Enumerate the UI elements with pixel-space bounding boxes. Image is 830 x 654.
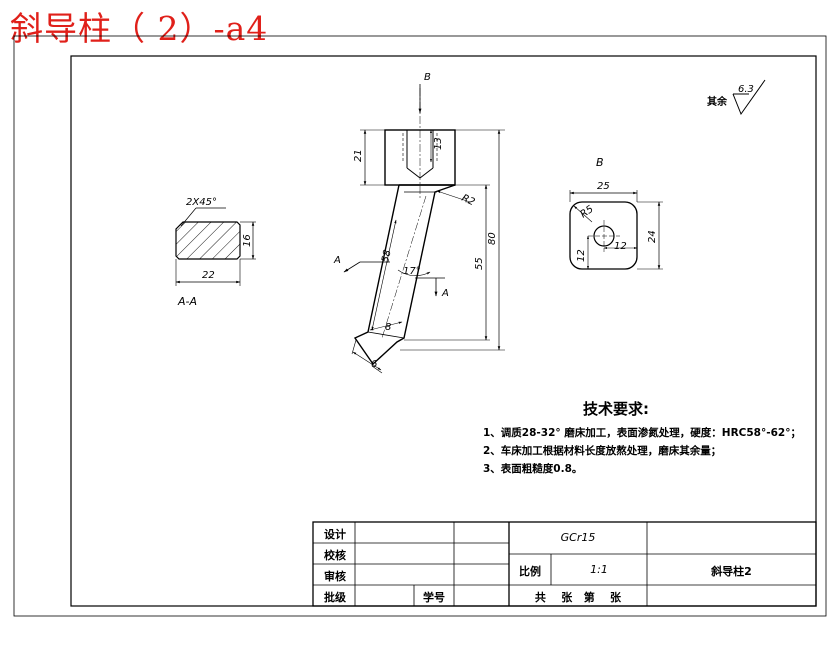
dim-angle: 17°	[403, 266, 421, 277]
dim-r2: R2	[460, 193, 477, 209]
tb-review: 审核	[324, 570, 346, 583]
tb-scale-value: 1:1	[590, 563, 608, 576]
roughness-symbol: 其余 6.3	[707, 79, 766, 116]
tb-material: GCr15	[560, 531, 596, 544]
notes-title: 技术要求:	[583, 400, 649, 418]
view-b: B 25 24 R5 12 12	[569, 156, 663, 270]
dim-8: 8	[385, 322, 391, 333]
main-view: B 21 13 80 55 R2 58 17°	[333, 72, 505, 374]
note-line-3: 3、表面粗糙度0.8。	[483, 463, 583, 475]
outer-border	[13, 35, 827, 617]
note-line-2: 2、车床加工根据材料长度放熬处理，磨床其余量；	[483, 445, 722, 457]
dim-section-height: 16	[242, 234, 253, 247]
note-line-1: 1、调质28-32° 磨床加工，表面渗氮处理，硬度：HRC58°-62°；	[483, 427, 801, 439]
dim-55: 55	[474, 257, 485, 270]
arrow-label-a-right: A	[441, 288, 449, 299]
dim-21: 21	[353, 149, 364, 162]
dim-view-b-height: 24	[647, 230, 658, 243]
drawing-headline: 斜导柱（ 2）-a4	[10, 9, 269, 48]
roughness-value: 6.3	[738, 84, 754, 95]
dim-12-horizontal: 12	[614, 241, 627, 252]
section-label: A-A	[177, 295, 197, 308]
arrow-label-b: B	[424, 72, 431, 83]
dim-6: 6	[371, 359, 377, 370]
dim-13: 13	[433, 137, 444, 150]
section-a-a: 2X45° 22 16 A-A	[175, 197, 256, 308]
dim-chamfer: 2X45°	[186, 197, 217, 208]
dim-section-width: 22	[202, 270, 215, 281]
tb-part-name: 斜导柱2	[711, 565, 752, 578]
tb-check: 校核	[324, 549, 346, 562]
dim-view-b-width: 25	[597, 181, 610, 192]
view-b-label: B	[596, 156, 604, 169]
tb-sheets: 共 张 第 张	[534, 591, 622, 604]
tb-scale-label: 比例	[519, 565, 541, 578]
tb-approve: 批级	[324, 591, 346, 604]
roughness-label: 其余	[707, 95, 728, 108]
tb-design: 设计	[324, 528, 346, 541]
dim-12-vertical: 12	[576, 249, 587, 262]
title-block	[312, 521, 817, 607]
arrow-label-a-left: A	[333, 255, 341, 266]
tb-serial-label: 学号	[423, 591, 445, 604]
dim-58: 58	[380, 249, 393, 264]
dim-80: 80	[487, 232, 498, 245]
dim-r5: R5	[578, 204, 595, 221]
